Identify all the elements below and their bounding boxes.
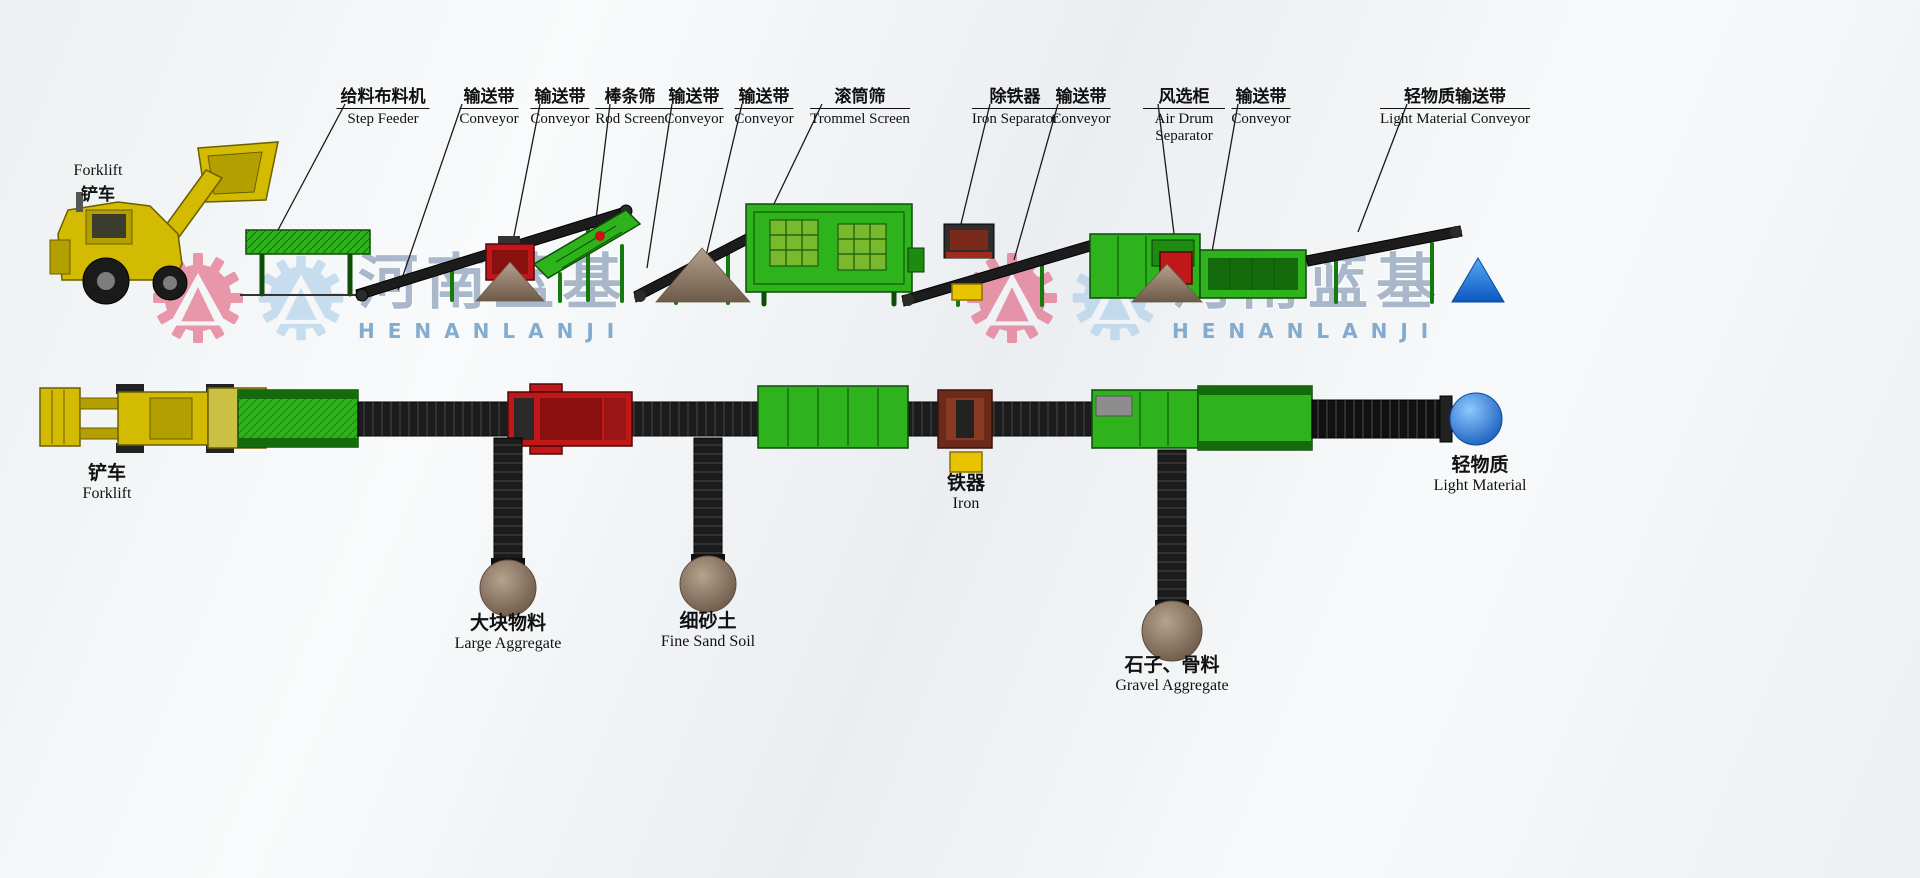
trommel-screen-side: [745, 203, 925, 307]
air-separator-plan: [1091, 385, 1313, 451]
conveyor-3-side: [901, 239, 1095, 307]
plan-view: [39, 383, 1503, 662]
sand-pile-1: [475, 261, 545, 302]
brand-en-text: HENANLANJI: [1172, 319, 1442, 343]
sand-pile-2: [655, 247, 751, 303]
output-branch-gravel: [1155, 449, 1189, 610]
iron-separator-plan: [937, 389, 993, 449]
side-view: [49, 141, 1505, 307]
leader-lines: [277, 103, 1408, 291]
step-feeder-side: [240, 229, 374, 297]
output-branch-large-aggregate: [491, 437, 525, 568]
crusher-plan: [507, 383, 633, 455]
forklift-plan: [39, 384, 267, 453]
trommel-plan: [757, 385, 909, 449]
light-material-sphere: [1449, 392, 1503, 446]
light-conveyor-side: [1305, 225, 1463, 304]
rod-screen-side: [532, 209, 642, 303]
brand-en-text: HENANLANJI: [358, 319, 628, 343]
iron-output-box-side: [951, 283, 983, 301]
step-feeder-plan: [237, 389, 359, 448]
sand-pile-3: [1131, 263, 1203, 303]
pile-fine-sand: [679, 555, 737, 613]
conveyor-4-side: [1199, 249, 1307, 299]
light-conveyor-plan: [1311, 395, 1453, 443]
iron-output-box-plan: [949, 451, 983, 473]
output-branch-fine-sand: [691, 437, 725, 564]
iron-separator-side: [943, 223, 995, 259]
light-material-cone: [1451, 257, 1505, 303]
forklift-side: [49, 141, 279, 305]
pile-gravel: [1141, 600, 1203, 662]
pile-large-aggregate: [479, 559, 537, 617]
